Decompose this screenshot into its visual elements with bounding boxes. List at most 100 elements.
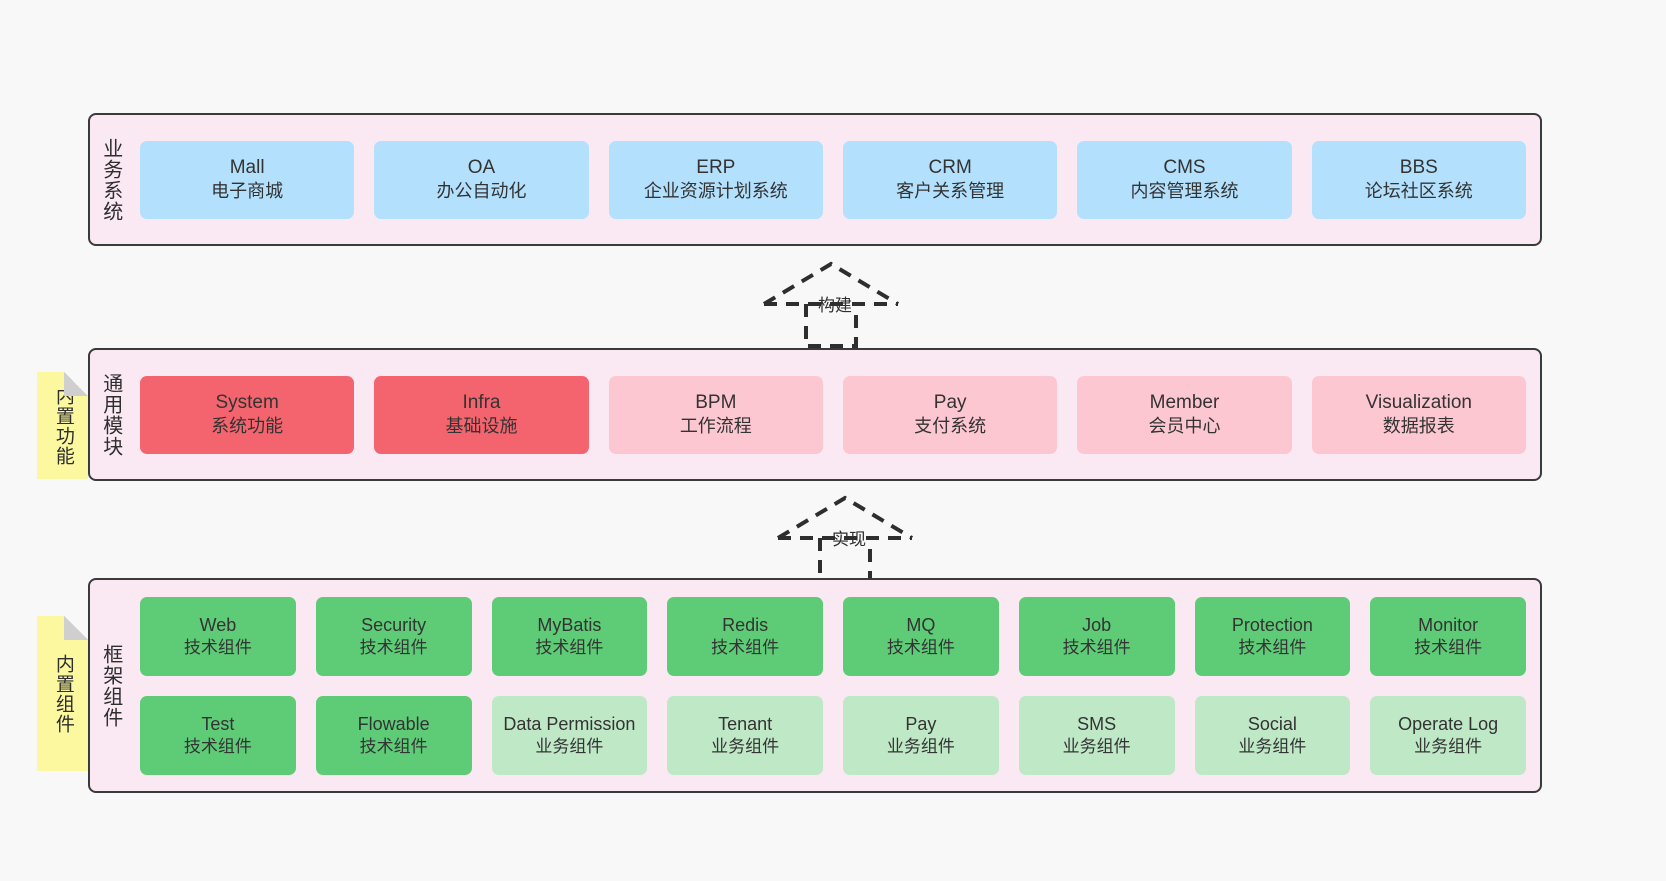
card-title-en: Web [199,614,237,635]
card-title-cn: 工作流程 [679,416,752,437]
card-title-cn: 业务组件 [886,736,955,756]
card-system[interactable]: System 系统功能 [140,375,355,454]
arrow-stem [804,304,858,348]
arrow-head-triangle [762,261,900,306]
card-tenant[interactable]: Tenant 业务组件 [667,695,823,775]
card-sms[interactable]: SMS 业务组件 [1018,695,1175,775]
arrow-label-implement: 实现 [832,530,866,549]
card-title-en: Infra [462,391,501,413]
card-title-en: Redis [722,614,769,635]
framework-card-row-technical: Web 技术组件 Security 技术组件 MyBatis 技术组件 Redi… [140,596,1526,676]
arrow-head-triangle [776,495,914,540]
card-title-en: CMS [1163,156,1206,178]
card-title-cn: 支付系统 [914,416,987,437]
card-title-cn: 基础设施 [445,416,518,437]
card-title-cn: 客户关系管理 [896,181,1005,202]
framework-card-row-business: Test 技术组件 Flowable 技术组件 Data Permission … [140,695,1526,775]
card-title-en: Security [361,614,427,635]
card-title-cn: 技术组件 [535,637,604,657]
arrow-label-build: 构建 [818,296,852,315]
uml-generalization-arrow-build: 构建 [756,258,906,348]
card-title-en: Flowable [357,713,430,734]
card-title-cn: 业务组件 [535,736,604,756]
card-test[interactable]: Test 技术组件 [140,695,296,775]
card-flowable[interactable]: Flowable 技术组件 [315,695,472,775]
card-infra[interactable]: Infra 基础设施 [374,375,589,454]
card-monitor[interactable]: Monitor 技术组件 [1370,596,1526,676]
card-title-en: CRM [928,156,972,178]
card-security[interactable]: Security 技术组件 [315,596,472,676]
layer-body-framework: Web 技术组件 Security 技术组件 MyBatis 技术组件 Redi… [130,580,1540,791]
card-web[interactable]: Web 技术组件 [140,596,296,676]
layer-business-systems: 业务系统 Mall 电子商城 OA 办公自动化 ERP 企业资源计划系统 CRM… [88,113,1542,246]
layer-common-modules: 通用模块 System 系统功能 Infra 基础设施 BPM 工作流程 Pay… [88,348,1542,481]
card-pay-component[interactable]: Pay 业务组件 [843,695,999,775]
card-title-cn: 业务组件 [1062,736,1131,756]
card-mq[interactable]: MQ 技术组件 [843,596,999,676]
card-bpm[interactable]: BPM 工作流程 [608,375,823,454]
card-title-en: BPM [695,391,737,413]
layer-body-business: Mall 电子商城 OA 办公自动化 ERP 企业资源计划系统 CRM 客户关系… [130,115,1540,244]
uml-generalization-arrow-implement: 实现 [770,492,920,582]
card-title-cn: 业务组件 [1238,736,1307,756]
card-title-en: SMS [1077,713,1117,734]
card-title-en: Pay [905,713,937,734]
card-data-permission[interactable]: Data Permission 业务组件 [491,695,648,775]
card-title-en: OA [467,156,496,178]
card-title-en: Job [1082,614,1112,635]
layer-framework-components: 框架组件 Web 技术组件 Security 技术组件 MyBatis 技术组件… [88,578,1542,793]
card-title-cn: 系统功能 [211,416,284,437]
card-title-en: ERP [696,156,736,178]
card-title-en: Mall [229,156,265,178]
card-title-cn: 业务组件 [711,736,780,756]
card-mall[interactable]: Mall 电子商城 [140,140,355,219]
card-title-cn: 内容管理系统 [1130,181,1239,202]
card-title-en: Visualization [1365,391,1472,413]
card-crm[interactable]: CRM 客户关系管理 [842,140,1058,219]
uml-arrow-shape-build [762,261,900,348]
card-title-en: System [215,391,279,413]
card-title-cn: 论坛社区系统 [1364,181,1473,202]
card-title-en: Member [1149,391,1220,413]
card-visualization[interactable]: Visualization 数据报表 [1311,375,1526,454]
card-cms[interactable]: CMS 内容管理系统 [1077,140,1292,219]
card-oa[interactable]: OA 办公自动化 [374,140,589,219]
card-title-cn: 企业资源计划系统 [643,181,788,202]
card-title-en: BBS [1399,156,1438,178]
modules-card-row: System 系统功能 Infra 基础设施 BPM 工作流程 Pay 支付系统… [140,375,1526,454]
layer-body-modules: System 系统功能 Infra 基础设施 BPM 工作流程 Pay 支付系统… [130,350,1540,479]
business-card-row: Mall 电子商城 OA 办公自动化 ERP 企业资源计划系统 CRM 客户关系… [140,140,1526,219]
card-protection[interactable]: Protection 技术组件 [1194,596,1351,676]
card-title-cn: 技术组件 [183,637,252,657]
card-title-en: Social [1247,713,1297,734]
card-title-cn: 技术组件 [359,736,428,756]
card-title-cn: 技术组件 [711,637,780,657]
layer-title-framework: 框架组件 [99,643,122,728]
card-erp[interactable]: ERP 企业资源计划系统 [608,140,823,219]
card-bbs[interactable]: BBS 论坛社区系统 [1311,140,1526,219]
card-title-en: Tenant [718,713,773,734]
card-title-cn: 技术组件 [359,637,428,657]
card-title-en: Protection [1231,614,1313,635]
card-title-cn: 技术组件 [1414,637,1483,657]
card-title-cn: 技术组件 [183,736,252,756]
card-title-cn: 技术组件 [1062,637,1131,657]
card-title-en: Test [201,713,235,734]
card-mybatis[interactable]: MyBatis 技术组件 [491,596,648,676]
card-pay-module[interactable]: Pay 支付系统 [842,375,1058,454]
card-member[interactable]: Member 会员中心 [1077,375,1292,454]
card-redis[interactable]: Redis 技术组件 [667,596,823,676]
card-title-en: MyBatis [537,614,602,635]
card-title-cn: 会员中心 [1148,416,1221,437]
card-operate-log[interactable]: Operate Log 业务组件 [1370,695,1526,775]
layer-title-business: 业务系统 [99,137,122,222]
card-title-cn: 技术组件 [886,637,955,657]
card-title-cn: 电子商城 [211,181,284,202]
card-social[interactable]: Social 业务组件 [1194,695,1351,775]
card-title-cn: 业务组件 [1414,736,1483,756]
sticky-note-builtin-components: 内置组件 [37,616,88,771]
card-title-cn: 办公自动化 [436,181,527,202]
sticky-note-label: 内置组件 [52,653,74,734]
card-job[interactable]: Job 技术组件 [1018,596,1175,676]
